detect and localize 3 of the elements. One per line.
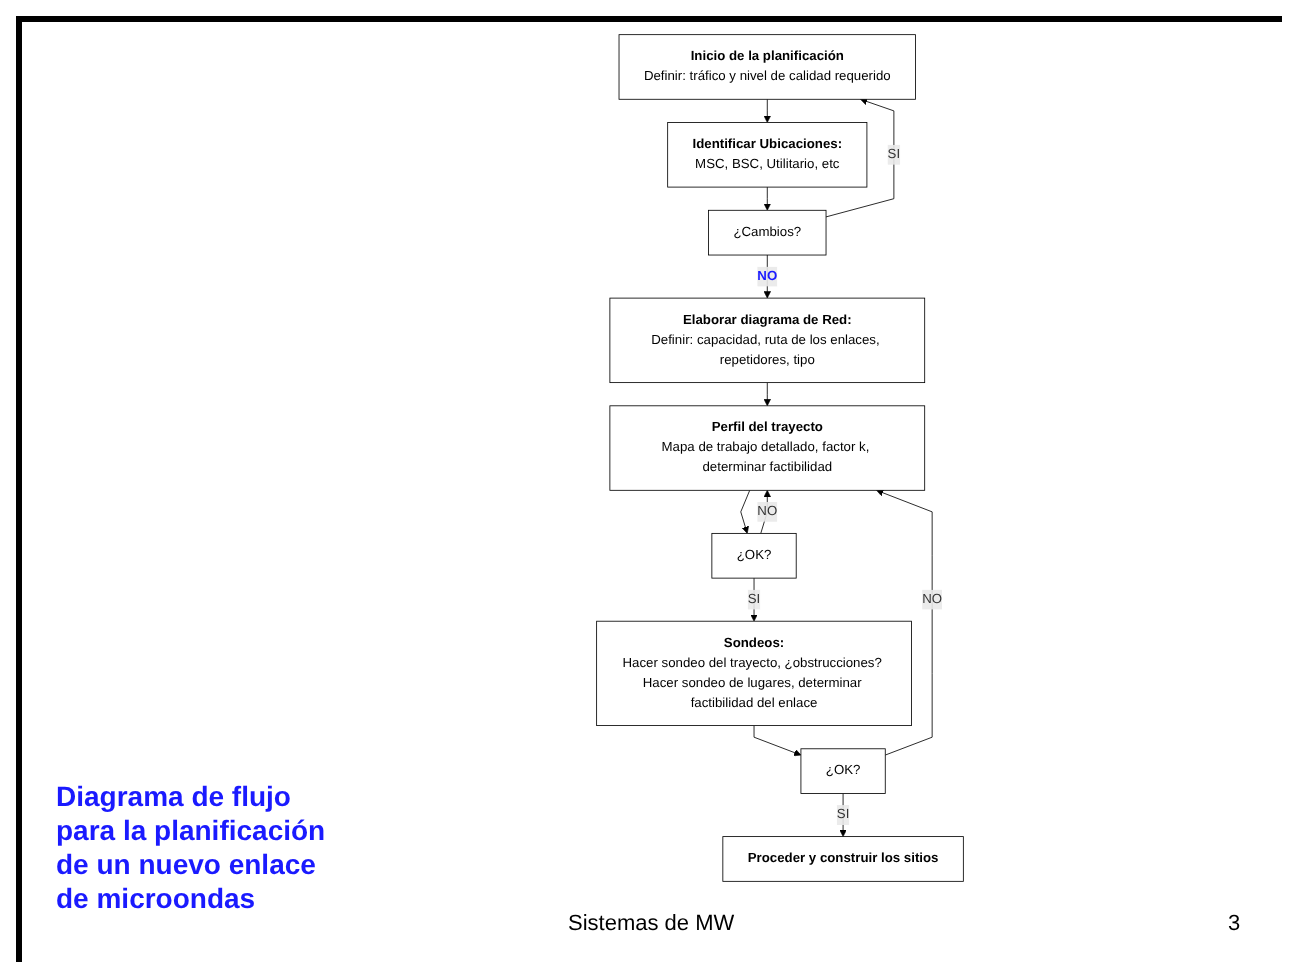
caption: Diagrama de flujo para la planificación de un nuevo enlace de microondas — [56, 780, 328, 916]
footer-text: Sistemas de MW — [568, 912, 735, 936]
page-number: 3 — [1228, 912, 1241, 936]
